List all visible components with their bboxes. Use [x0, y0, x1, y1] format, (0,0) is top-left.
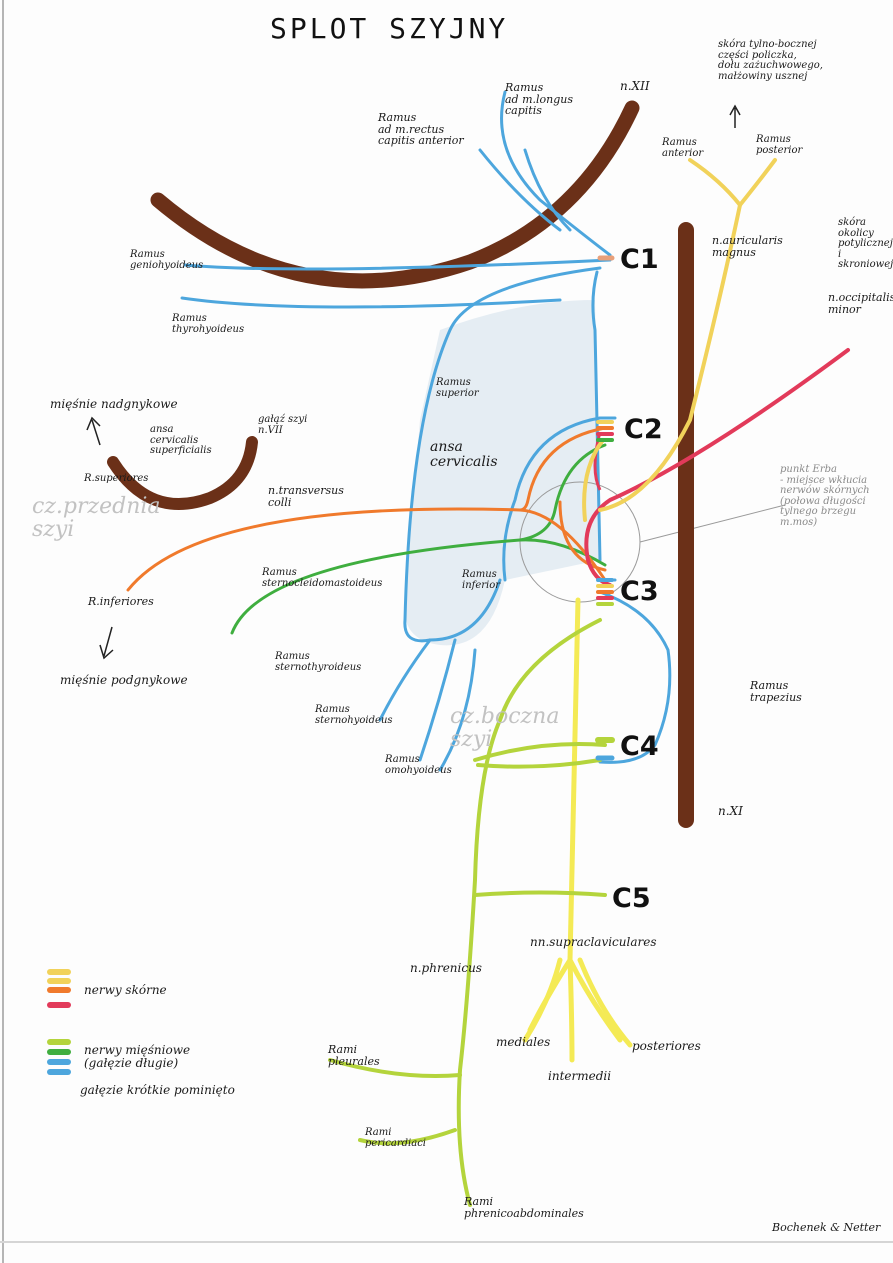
label-punkt-erba: punkt Erba - miejsce wkłucia nerwów skór…	[780, 464, 870, 528]
label-n-phrenicus: n.phrenicus	[410, 961, 482, 975]
label-rami-pleurales: Rami pleurales	[328, 1043, 380, 1068]
arrows	[86, 104, 741, 660]
label-ramus-posterior: Ramus posterior	[756, 134, 803, 156]
legend-motor: nerwy mięśniowe (gałęzie długie)	[84, 1043, 191, 1070]
label-cz-przednia: cz.przednia szyi	[32, 494, 161, 543]
yellow-cutaneous-branches	[582, 158, 777, 522]
ansa-fill	[404, 300, 600, 646]
label-galaz-szyi: gałąź szyi n.VII	[258, 414, 308, 436]
label-ansa-superficialis: ansa cervicalis superficialis	[150, 424, 212, 456]
red-lesser-occipital	[584, 348, 850, 587]
label-ramus-inferior: Ramus inferior	[462, 569, 501, 591]
label-ramus-sternohyoideus: Ramus sternohyoideus	[315, 704, 393, 726]
label-n-transversus: n.transversus colli	[268, 484, 344, 509]
label-miesnie-nadgnykowe: mięśnie nadgnykowe	[50, 397, 178, 411]
legend-note: gałęzie krótkie pominięto	[80, 1083, 235, 1097]
phrenic-nerve	[328, 618, 607, 1207]
label-ramus-thyrohyoideus: Ramus thyrohyoideus	[172, 313, 245, 335]
label-ramus-longus: Ramus ad m.longus capitis	[505, 81, 574, 118]
label-r-inferiores: R.inferiores	[88, 595, 154, 608]
label-skora-okolicy: skóra okolicy potylicznej i skroniowej	[838, 217, 893, 270]
label-rami-phrenicoabdominales: Rami phrenicoabdominales	[464, 1195, 584, 1220]
label-nn-supraclaviculares: nn.supraclaviculares	[530, 935, 657, 949]
label-intermedii: intermedii	[548, 1069, 612, 1083]
label-cz-boczna: cz.boczna szyi	[450, 704, 560, 753]
label-ramus-sternocleidomastoideus: Ramus sternocleidomastoideus	[262, 567, 383, 589]
label-mediales: mediales	[496, 1035, 551, 1049]
label-ramus-rectus: Ramus ad m.rectus capitis anterior	[378, 111, 464, 148]
segment-c4: C4	[620, 731, 659, 762]
label-miesnie-podgnykowe: mięśnie podgnykowe	[60, 673, 188, 687]
label-n-xii: n.XII	[620, 79, 650, 93]
arrow-nadgnykowe	[86, 416, 101, 446]
label-ramus-omohyoideus: Ramus omohyoideus	[385, 754, 452, 776]
segment-c5: C5	[612, 883, 651, 914]
label-skora-policzka: skóra tylno-bocznej części policzka, doł…	[718, 39, 823, 82]
label-ansa-cervicalis: ansa cervicalis	[430, 439, 498, 470]
supraclavicular-nerves	[522, 597, 633, 1063]
blue-motor-branches	[180, 90, 672, 772]
segment-c3: C3	[620, 576, 659, 607]
erb-pointer-line	[639, 504, 786, 543]
label-ramus-trapezius: Ramus trapezius	[750, 679, 802, 704]
orange-cutaneous-branches	[126, 426, 607, 592]
label-n-occipitalis: n.occipitalis minor	[828, 291, 893, 316]
label-ramus-superior: Ramus superior	[436, 377, 479, 399]
label-ramus-anterior: Ramus anterior	[662, 137, 704, 159]
legend-cutaneous: nerwy skórne	[84, 983, 167, 997]
segment-c2: C2	[624, 414, 663, 445]
arrow-skora	[729, 104, 741, 128]
ansa-superficialis-nerve	[107, 436, 258, 510]
label-posteriores: posteriores	[632, 1039, 701, 1053]
diagram-title: SPLOT SZYJNY	[270, 12, 509, 45]
label-n-xi: n.XI	[718, 804, 743, 818]
segment-stubs	[595, 255, 615, 761]
label-ramus-sternothyroideus: Ramus sternothyroideus	[275, 651, 362, 673]
legend-swatches	[47, 969, 71, 1075]
label-n-auricularis: n.auricularis magnus	[712, 234, 783, 259]
label-ramus-geniohyoideus: Ramus geniohyoideus	[130, 249, 204, 271]
label-r-superiores: R.superiores	[84, 473, 149, 484]
arrow-podgnykowe	[99, 626, 114, 660]
signature: Bochenek & Netter	[772, 1221, 881, 1234]
label-rami-pericardiaci: Rami pericardiaci	[365, 1127, 427, 1149]
segment-c1: C1	[620, 244, 659, 275]
